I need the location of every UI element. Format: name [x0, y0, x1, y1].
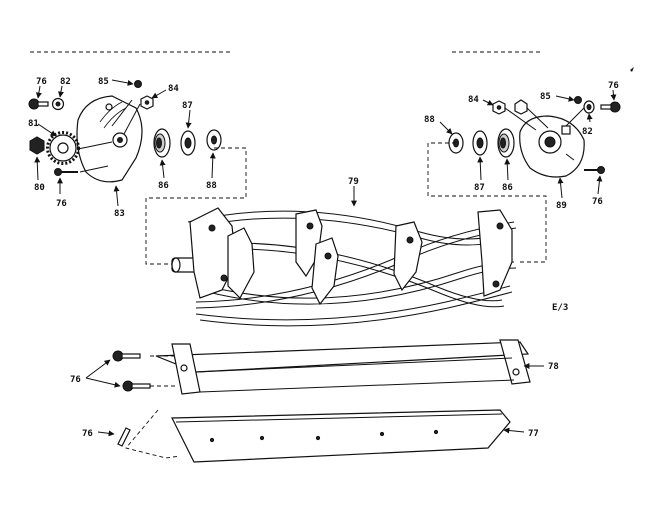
right-side-assembly [427, 89, 621, 263]
label-86: 86 [158, 181, 169, 191]
label-80: 80 [34, 183, 45, 193]
label-82: 82 [582, 127, 593, 137]
reel-spider [393, 221, 423, 292]
label-76: 76 [592, 197, 603, 207]
bolt-76 [600, 101, 621, 113]
label-81: 81 [28, 119, 39, 129]
label-83: 83 [114, 209, 125, 219]
bolt-76 [28, 98, 49, 110]
side-plate-83 [76, 95, 143, 183]
screw-76 [117, 427, 131, 447]
label-89: 89 [556, 201, 567, 211]
label-79: 79 [348, 177, 359, 187]
label-76: 76 [56, 199, 67, 209]
fitting-85 [574, 96, 582, 104]
screw-76 [584, 166, 605, 174]
label-82: 82 [60, 77, 71, 87]
bed-knife-77 [171, 409, 511, 463]
label-85: 85 [98, 77, 109, 87]
reel-spider [311, 237, 339, 306]
figure-ref: E/3 [552, 303, 568, 313]
label-84: 84 [168, 84, 179, 94]
label-87: 87 [474, 183, 485, 193]
reel-spider [227, 227, 255, 299]
bed-knife-holder-78 [155, 339, 531, 395]
label-88: 88 [206, 181, 217, 191]
bearing-86 [497, 128, 515, 158]
label-86: 86 [502, 183, 513, 193]
label-87: 87 [182, 101, 193, 111]
left-side-assembly [28, 79, 247, 265]
reel-spider [477, 209, 513, 297]
reel-spider [189, 207, 237, 299]
label-78: 78 [548, 362, 559, 372]
label-85: 85 [540, 92, 551, 102]
nut-80 [29, 136, 45, 155]
label-77: 77 [528, 429, 539, 439]
label-76: 76 [82, 429, 93, 439]
label-84: 84 [468, 95, 479, 105]
fitting-85 [134, 80, 142, 88]
label-88: 88 [424, 115, 435, 125]
label-76: 76 [608, 81, 619, 91]
bearing-86 [153, 128, 171, 158]
part-labels: 76 82 85 84 87 81 80 76 83 86 88 79 84 8… [28, 77, 619, 439]
label-76: 76 [70, 375, 81, 385]
label-76: 76 [36, 77, 47, 87]
screw-76 [122, 380, 151, 392]
screw-76 [112, 350, 141, 362]
scan-mark [630, 67, 634, 72]
screw-76 [54, 168, 78, 176]
reel-assembly-79 [171, 186, 517, 327]
